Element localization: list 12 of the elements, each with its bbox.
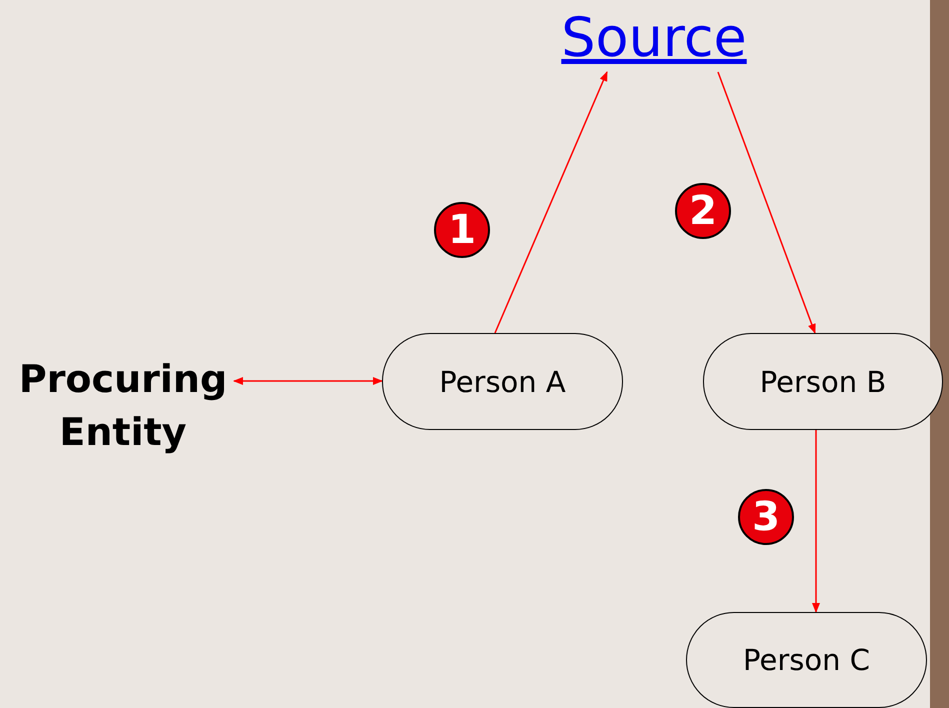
person-box: Person A <box>382 333 623 430</box>
callout-number: 3 <box>738 489 794 545</box>
arrow <box>494 71 608 334</box>
arrow <box>233 377 383 385</box>
person-box: Person C <box>686 612 927 708</box>
person-box: Person B <box>703 333 943 430</box>
source-link: Source <box>548 2 760 72</box>
callout-number: 2 <box>675 183 731 239</box>
callout-number: 1 <box>434 202 490 258</box>
arrow <box>717 72 816 334</box>
entity-label: Procuring Entity <box>12 350 234 462</box>
arrow <box>812 430 820 613</box>
